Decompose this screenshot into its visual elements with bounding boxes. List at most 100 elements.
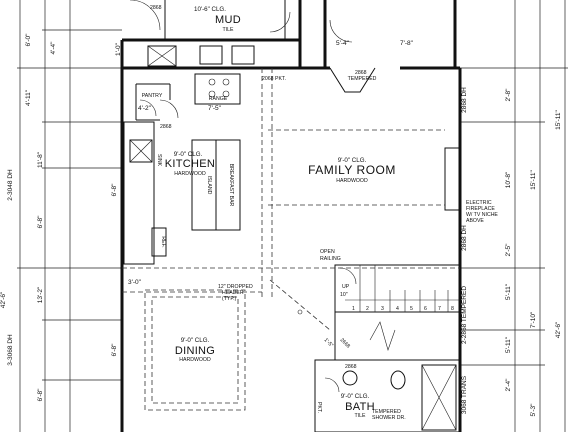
left-dimension-text: 6'-0" 4'-4" 4'-11" 11'-8" 2-3048 DH 6'-8… [0, 33, 118, 402]
toilet-icon [390, 370, 406, 390]
bath-name: BATH [345, 401, 375, 413]
door-2868-mud: 2868 [150, 5, 162, 11]
dryer-icon [231, 45, 255, 65]
door-2868-top: 2868 [355, 70, 367, 76]
left-dim-8: 13'-2" [37, 286, 44, 303]
dropped-header-line1: 12" DROPPED [218, 284, 253, 290]
dining-floor: HARDWOOD [179, 357, 211, 363]
kitchen-floor: HARDWOOD [174, 171, 206, 177]
fireplace-line4: ABOVE [466, 218, 484, 224]
breakfast-bar-label: BREAKFAST BAR [228, 164, 234, 207]
right-dim-11: 3068 TRANS [461, 375, 468, 414]
dim-1-0: 1'-0" [115, 42, 122, 56]
mud-floor: TILE [223, 27, 234, 33]
family-ceiling: 9'-0" CLG. [338, 157, 367, 164]
refrigerator-icon [151, 227, 167, 257]
washer-icon [147, 45, 177, 67]
one-five-label: 1'-5" [323, 337, 335, 349]
right-dim-total: 42'-6" [555, 321, 562, 338]
stair-num-6: 6 [424, 306, 427, 312]
pantry-name: PANTRY [142, 93, 163, 99]
opening-dimensions: 2868 2868 2068 PKT. 2868 2668 2868 5'-4"… [115, 5, 414, 370]
bath-sink-icon [342, 370, 358, 386]
dining-ceiling: 9'-0" CLG. [181, 337, 210, 344]
left-dim-9: 3-3068 DH [7, 334, 14, 366]
bath-floor: TILE [355, 413, 366, 419]
right-dimension-lines [460, 0, 568, 432]
shower-line1: TEMPERED [372, 409, 401, 415]
sink-label: SINK [156, 154, 162, 167]
shower-line2: SHOWER DR. [372, 415, 406, 421]
dropped-header-line3: (TYP.) [222, 296, 237, 302]
tempered-label: TEMPERED [348, 76, 377, 82]
stair-num-1: 1 [352, 306, 355, 312]
family-name: FAMILY ROOM [308, 163, 396, 177]
kitchen-sink-icon [129, 139, 153, 163]
interior-walls [123, 67, 461, 432]
right-dim-4: 15'-11" [530, 169, 537, 189]
bath-ceiling: 9'-0" CLG. [341, 393, 370, 400]
range-label: RANGE [209, 96, 228, 102]
ref-label: REF. [160, 236, 166, 247]
fixture-labels: ISLAND BREAKFAST BAR SINK REF. RANGE TEM… [156, 76, 498, 421]
kitchen-name: KITCHEN [165, 158, 215, 170]
exterior-walls [120, 0, 462, 432]
dashed-header-lines [122, 68, 460, 411]
dim-3-0: 3'-0" [128, 279, 142, 286]
door-swings [129, 0, 357, 393]
island-label: ISLAND [206, 176, 212, 195]
kitchen-ceiling: 9'-0" CLG. [174, 151, 203, 158]
right-dim-1: 2'-8" [505, 88, 512, 102]
left-dim-10: 6'-8" [111, 343, 118, 357]
left-dimension-lines [17, 0, 122, 432]
right-dim-9: 7'-10" [530, 311, 537, 328]
stair-num-2: 2 [366, 306, 369, 312]
stair-num-7: 7 [438, 306, 441, 312]
fixtures [129, 45, 406, 390]
open-railing-line2: RAILING [320, 256, 341, 262]
dropped-header-line2: HEADER [222, 290, 244, 296]
right-dim-13: 5'-3" [530, 403, 537, 417]
right-dimension-text: 2'-8" 2868 DH 10'-8" 15'-11" 2868 DH 2'-… [461, 87, 562, 417]
stair-num-4: 4 [396, 306, 399, 312]
door-2668-vestibule: 2668 [339, 337, 351, 349]
stair-dim: 10" [340, 292, 348, 298]
room-labels: 10'-6" CLG. MUD TILE PANTRY 9'-0" CLG. K… [142, 6, 396, 419]
dim-5-4: 5'-4" [336, 40, 350, 47]
door-2868-bath: 2868 [345, 364, 357, 370]
left-dim-11: 6'-8" [37, 388, 44, 402]
left-dim-7: 6'-8" [37, 215, 44, 229]
fireplace-line2: FIREPLACE [466, 206, 495, 212]
family-floor: HARDWOOD [336, 178, 368, 184]
fireplace-line3: W/ TV NICHE [466, 212, 498, 218]
dining-name: DINING [175, 345, 215, 357]
mud-ceiling: 10'-6" CLG. [194, 6, 226, 13]
door-2868-pantry: 2868 [160, 124, 172, 130]
left-dim-total: 42'-6" [0, 291, 7, 308]
left-dim-6: 6'-8" [111, 183, 118, 197]
stair-up: UP [342, 284, 350, 290]
right-dim-12: 2'-4" [505, 378, 512, 392]
right-dim-6: 2'-5" [505, 243, 512, 257]
pkt-label: PKT. [316, 402, 322, 413]
stair-num-8: 8 [451, 306, 454, 312]
dim-7-8: 7'-8" [400, 40, 414, 47]
burner-icon [208, 78, 216, 86]
dim-7-5: 7'-5" [208, 105, 222, 112]
left-dim-1: 6'-0" [25, 33, 32, 47]
mud-name: MUD [215, 14, 241, 26]
open-railing-line1: OPEN [320, 249, 335, 255]
right-dim-far: 15'-11" [555, 109, 562, 129]
left-dim-2: 4'-4" [50, 41, 57, 55]
left-dim-4: 11'-8" [37, 151, 44, 168]
dim-4-2: 4'-2" [138, 105, 152, 112]
right-dim-3: 10'-8" [505, 171, 512, 188]
right-dim-5: 2868 DH [461, 225, 468, 251]
stair-num-5: 5 [410, 306, 413, 312]
right-dim-2: 2868 DH [461, 87, 468, 113]
sink-mud-icon [199, 45, 223, 65]
stairs [345, 265, 460, 351]
left-dim-5: 2-3048 DH [7, 169, 14, 201]
right-dim-7: 5'-11" [505, 283, 512, 300]
